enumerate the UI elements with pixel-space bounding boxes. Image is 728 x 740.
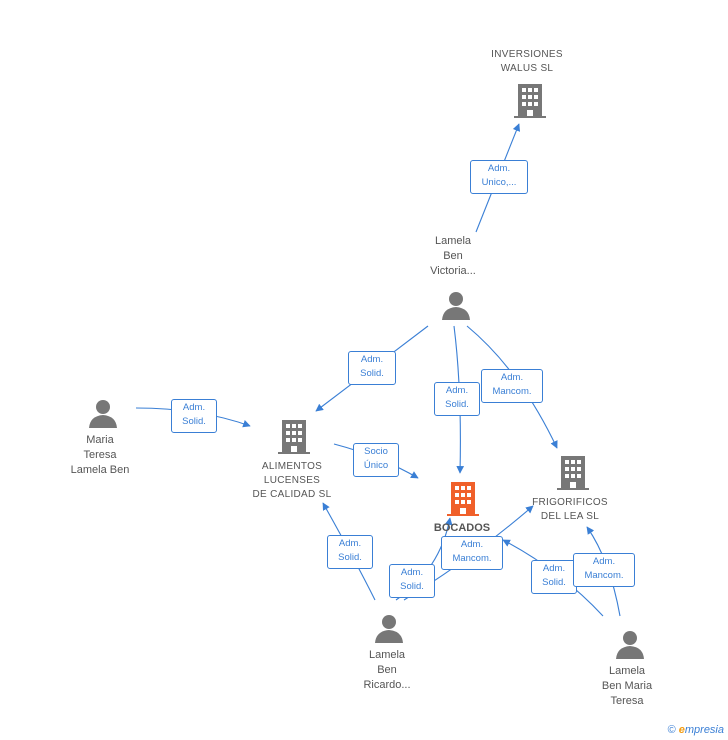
edge-label-mtright-bocados[interactable]: Adm. Solid. [531,560,577,594]
label-line: Lamela [434,235,472,247]
edge-label-victoria-frigorificos[interactable]: Adm. Mancom. [481,369,543,403]
frigorificos-building-icon[interactable] [557,456,589,490]
edge-label-line: Adm. [460,539,484,550]
edge-label-line: Adm. [338,538,362,549]
edge-label-ricardo-frigorificos[interactable]: Adm. Mancom. [441,536,503,570]
brand-name: mpresia [684,724,724,736]
label-line: ALIMENTOS [261,461,323,472]
label-line: Teresa [83,449,117,461]
label-line: BOCADOS [433,522,491,534]
edge-label-line: Adm. [592,556,616,567]
label-line: DEL LEA SL [540,511,600,522]
brand-initial: e [678,724,685,736]
edge-label-mtright-frigorificos[interactable]: Adm. Mancom. [573,553,635,587]
edge-label-victoria-bocados[interactable]: Adm. Solid. [434,382,480,416]
ricardo-person-icon[interactable] [374,613,404,643]
edge-label-line: Adm. [400,567,424,578]
label-line: Ricardo... [363,679,411,691]
maria-teresa-left-person-icon[interactable] [88,398,118,428]
edge-label-line: Solid. [182,416,206,427]
maria-teresa-left-label[interactable]: Maria Teresa Lamela Ben [56,433,144,478]
edge-label-alimentos-bocados[interactable]: Socio Único [353,443,399,477]
edge-label-line: Adm. [487,163,511,174]
label-line: Victoria... [430,265,476,277]
label-line: Maria [86,434,114,446]
edge-label-line: Adm. [500,372,524,383]
victoria-label[interactable]: Lamela Ben Victoria... [412,234,494,279]
label-line: FRIGORIFICOS [532,497,608,508]
edge-label-line: Unico,... [481,177,517,188]
label-line: DE CALIDAD SL [252,489,332,500]
edge-label-line: Solid. [400,581,424,592]
victoria-person-icon[interactable] [441,290,471,320]
edge-label-line: Adm. [445,385,469,396]
edge-label-line: Adm. [360,354,384,365]
edge-label-line: Adm. [182,402,206,413]
edge-label-line: Socio [364,446,388,457]
alimentos-building-icon[interactable] [278,420,310,454]
copyright-symbol: © [667,724,676,736]
edge-label-line: Solid. [445,399,469,410]
edge-label-mariateresa-alimentos[interactable]: Adm. Solid. [171,399,217,433]
edge-label-line: Solid. [360,368,384,379]
alimentos-label[interactable]: ALIMENTOS LUCENSES DE CALIDAD SL [240,460,344,502]
edge-label-line: Único [363,460,389,471]
edge-label-line: Mancom. [452,553,492,564]
edge-label-victoria-inversiones[interactable]: Adm. Unico,... [470,160,528,194]
label-line: Teresa [610,695,644,707]
frigorificos-label[interactable]: FRIGORIFICOS DEL LEA SL [520,496,620,524]
edge-label-line: Mancom. [492,386,532,397]
edge-label-victoria-alimentos[interactable]: Adm. Solid. [348,351,396,385]
label-line: Lamela Ben [70,464,130,476]
bocados-building-icon[interactable] [447,482,479,516]
label-line: Ben Maria [601,680,653,692]
edge-label-ricardo-bocados[interactable]: Adm. Solid. [389,564,435,598]
inversiones-building-icon[interactable] [514,84,546,118]
label-line: Ben [377,664,397,676]
empresia-watermark[interactable]: ©empresia [668,724,724,736]
ricardo-label[interactable]: Lamela Ben Ricardo... [346,648,428,693]
label-line: Lamela [608,665,646,677]
edge-label-line: Solid. [542,577,566,588]
label-line: LUCENSES [263,475,321,486]
maria-teresa-right-person-icon[interactable] [615,629,645,659]
maria-teresa-right-label[interactable]: Lamela Ben Maria Teresa [586,664,668,709]
edge-label-line: Solid. [338,552,362,563]
edge-label-ricardo-alimentos[interactable]: Adm. Solid. [327,535,373,569]
label-line: INVERSIONES [491,49,563,60]
label-line: Ben [443,250,463,262]
label-line: Lamela [368,649,406,661]
label-line: WALUS SL [500,63,554,74]
edge-label-line: Adm. [542,563,566,574]
edge-label-line: Mancom. [584,570,624,581]
inversiones-label[interactable]: INVERSIONES WALUS SL [476,48,578,76]
